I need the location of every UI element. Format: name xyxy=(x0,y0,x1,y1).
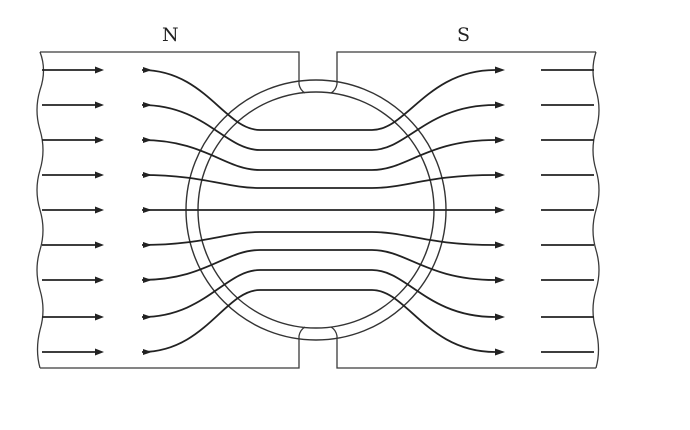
field-line-arrowhead-7 xyxy=(495,276,505,284)
field-line-8 xyxy=(141,269,496,318)
field-line-start-arrow-7 xyxy=(143,277,152,283)
field-line-arrowhead-6 xyxy=(495,241,505,249)
left-edge-arrow-2-head xyxy=(95,101,104,109)
field-line-3 xyxy=(141,139,496,171)
left-edge-arrow-9-head xyxy=(95,348,104,356)
field-line-arrowhead-1 xyxy=(495,66,505,74)
field-line-arrowhead-5 xyxy=(495,206,505,214)
right-field-stubs xyxy=(541,69,594,353)
field-line-start-arrow-3 xyxy=(143,137,152,143)
field-line-start-arrow-8 xyxy=(143,314,152,320)
south-pole-piece xyxy=(330,51,600,369)
field-line-4 xyxy=(141,174,496,189)
field-line-start-arrow-6 xyxy=(143,242,152,248)
field-line-2 xyxy=(141,104,496,151)
field-line-arrowhead-3 xyxy=(495,136,505,144)
north-pole-label: N xyxy=(162,24,179,46)
field-line-start-arrow-9 xyxy=(143,349,152,355)
field-line-arrowhead-9 xyxy=(495,348,505,356)
field-line-start-arrow-2 xyxy=(143,102,152,108)
left-edge-arrow-8-head xyxy=(95,313,104,321)
field-line-7 xyxy=(141,249,496,281)
left-edge-arrow-6-head xyxy=(95,241,104,249)
field-line-1 xyxy=(141,69,496,131)
field-line-start-arrow-4 xyxy=(143,172,152,178)
left-edge-arrow-4-head xyxy=(95,171,104,179)
field-line-6 xyxy=(141,231,496,246)
field-line-arrowhead-8 xyxy=(495,313,505,321)
field-line-start-arrow-5 xyxy=(143,207,152,213)
left-edge-arrow-7-head xyxy=(95,276,104,284)
left-edge-arrow-5-head xyxy=(95,206,104,214)
left-edge-arrow-1-head xyxy=(95,66,104,74)
south-pole-label: S xyxy=(457,24,470,46)
field-line-arrowhead-4 xyxy=(495,171,505,179)
left-field-arrows xyxy=(42,66,104,356)
field-line-start-arrow-1 xyxy=(143,67,152,73)
field-line-arrowhead-2 xyxy=(495,101,505,109)
field-lines xyxy=(141,66,505,356)
left-edge-arrow-3-head xyxy=(95,136,104,144)
field-line-9 xyxy=(141,289,496,353)
